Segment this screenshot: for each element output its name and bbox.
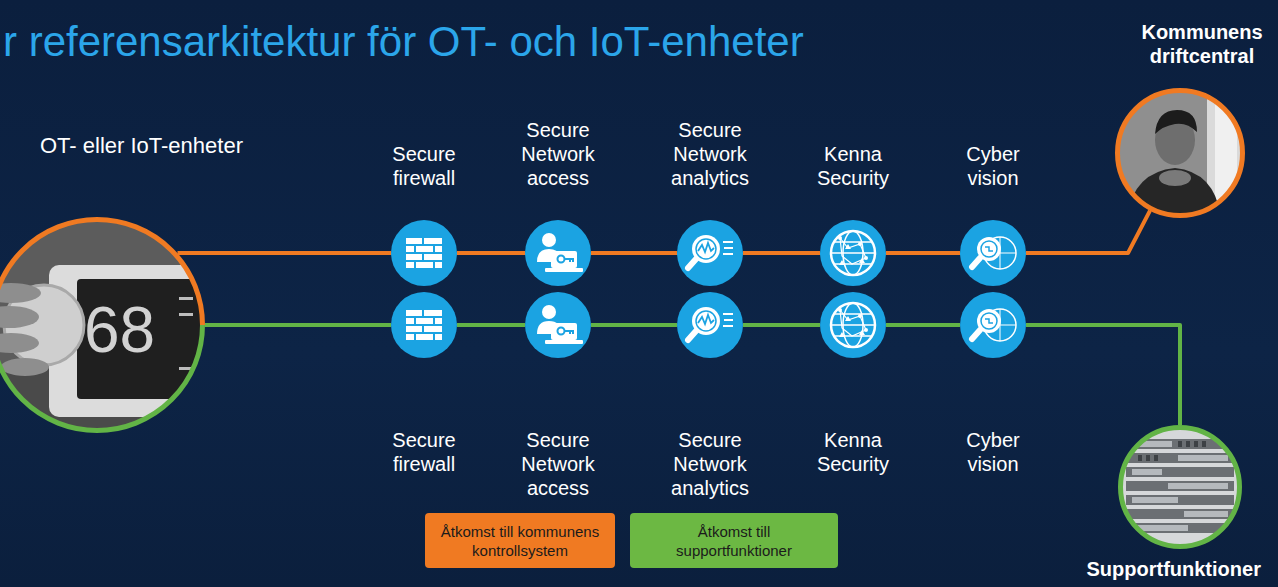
photo-group: [0, 217, 221, 433]
connector-line: [457, 251, 525, 255]
icon-symbol: [831, 303, 875, 347]
icon-circle: Secure Network analytics: [677, 292, 743, 358]
connector-line: [886, 323, 960, 327]
connector-line: [591, 323, 677, 327]
connector-line: [1026, 325, 1180, 425]
icon-symbol: [831, 231, 875, 275]
photo-group: [1118, 425, 1242, 549]
icon-disc: [677, 220, 743, 286]
circle-outline: [820, 292, 886, 358]
legend-box: Åtkomst till supportfunktioner: [630, 513, 838, 568]
icon-circle: Kenna Security: [820, 220, 886, 286]
icon-symbol: [537, 233, 583, 272]
node-label: Kommunens driftcentral: [1122, 20, 1278, 68]
node-label: Secure Network access: [508, 118, 608, 190]
icon-symbol: [688, 235, 733, 268]
icon-symbol: [406, 310, 442, 340]
circle-outline: [1118, 425, 1242, 549]
icon-circle: Cyber vision: [960, 220, 1026, 286]
label-text: Kommunens driftcentral: [1122, 20, 1278, 68]
node-label: Secure firewall: [374, 142, 474, 190]
photo-illustration: [1118, 425, 1242, 549]
node-label: Supportfunktioner: [1087, 557, 1261, 581]
node-label: Kenna Security: [803, 142, 903, 190]
icon-symbol: [406, 238, 442, 268]
circle-outline: [677, 292, 743, 358]
label-text: Cyber vision: [943, 428, 1043, 476]
node-label: Cyber vision: [943, 142, 1043, 190]
connector-line: [591, 251, 677, 255]
label-text: Secure firewall: [374, 142, 474, 190]
connector-line: [886, 251, 960, 255]
node-label: Secure Network analytics: [660, 428, 760, 500]
icon-circle: Kenna Security: [820, 292, 886, 358]
icon-circle: Secure firewall: [391, 220, 457, 286]
circle-outline: [1115, 88, 1245, 218]
label-text: Secure firewall: [374, 428, 474, 476]
label-text: Supportfunktioner: [1087, 557, 1261, 581]
circle-outline: [391, 220, 457, 286]
box-text: Åtkomst till kommunens kontrollsystem: [433, 522, 607, 560]
icon-disc: [960, 292, 1026, 358]
circle-outline: [525, 292, 591, 358]
photo-circle: Kommunens driftcentral: [1115, 88, 1245, 218]
label-text: Kenna Security: [803, 428, 903, 476]
circle-outline: [820, 220, 886, 286]
circle-outline: [391, 292, 457, 358]
node-label: Secure firewall: [374, 428, 474, 476]
node-label: OT- eller IoT-enheter: [40, 133, 243, 159]
label-text: Cyber vision: [943, 142, 1043, 190]
connector-line: [457, 323, 525, 327]
circle-outline: [525, 220, 591, 286]
icon-circle: Secure Network analytics: [677, 220, 743, 286]
label-text: Secure Network analytics: [660, 428, 760, 500]
connector-line: [743, 323, 820, 327]
photo-circle: Supportfunktioner: [1118, 425, 1242, 549]
icon-symbol: [972, 237, 1016, 269]
icon-disc: [525, 292, 591, 358]
label-text: Secure Network analytics: [660, 118, 760, 190]
border-ring: [1121, 428, 1240, 547]
circle-outline: [677, 220, 743, 286]
icon-disc: [391, 220, 457, 286]
border-ring: [1118, 91, 1243, 216]
icon-circle: Secure Network access: [525, 292, 591, 358]
photo-illustration: [0, 217, 221, 433]
icon-circle: Cyber vision: [960, 292, 1026, 358]
icon-circle: Secure firewall: [391, 292, 457, 358]
icon-symbol: [972, 309, 1016, 341]
connector-line: [743, 251, 820, 255]
legend-box: Åtkomst till kommunens kontrollsystem: [425, 513, 615, 568]
connector-line: [1026, 211, 1150, 253]
photo-group: [1115, 88, 1245, 218]
icon-symbol: [537, 305, 583, 344]
icon-disc: [820, 292, 886, 358]
node-label: Secure Network access: [508, 428, 608, 500]
circle-outline: [960, 292, 1026, 358]
label-text: Secure Network access: [508, 428, 608, 500]
icon-symbol: [688, 307, 733, 340]
photo-illustration: [1115, 88, 1245, 218]
icon-disc: [525, 220, 591, 286]
circle-outline: [960, 220, 1026, 286]
box-text: Åtkomst till supportfunktioner: [638, 522, 830, 560]
label-text: Secure Network access: [508, 118, 608, 190]
connector-line: [178, 251, 392, 255]
diagram-title: r referensarkitektur för OT- och IoT-enh…: [3, 16, 804, 68]
node-label: Kenna Security: [803, 428, 903, 476]
icon-disc: [677, 292, 743, 358]
icon-disc: [820, 220, 886, 286]
node-label: Cyber vision: [943, 428, 1043, 476]
connector-line: [205, 323, 391, 327]
node-label: Secure Network analytics: [660, 118, 760, 190]
icon-disc: [391, 292, 457, 358]
icon-circle: Secure Network access: [525, 220, 591, 286]
icon-disc: [960, 220, 1026, 286]
display-digits: 68: [84, 293, 155, 367]
label-text: OT- eller IoT-enheter: [40, 133, 243, 159]
label-text: Kenna Security: [803, 142, 903, 190]
